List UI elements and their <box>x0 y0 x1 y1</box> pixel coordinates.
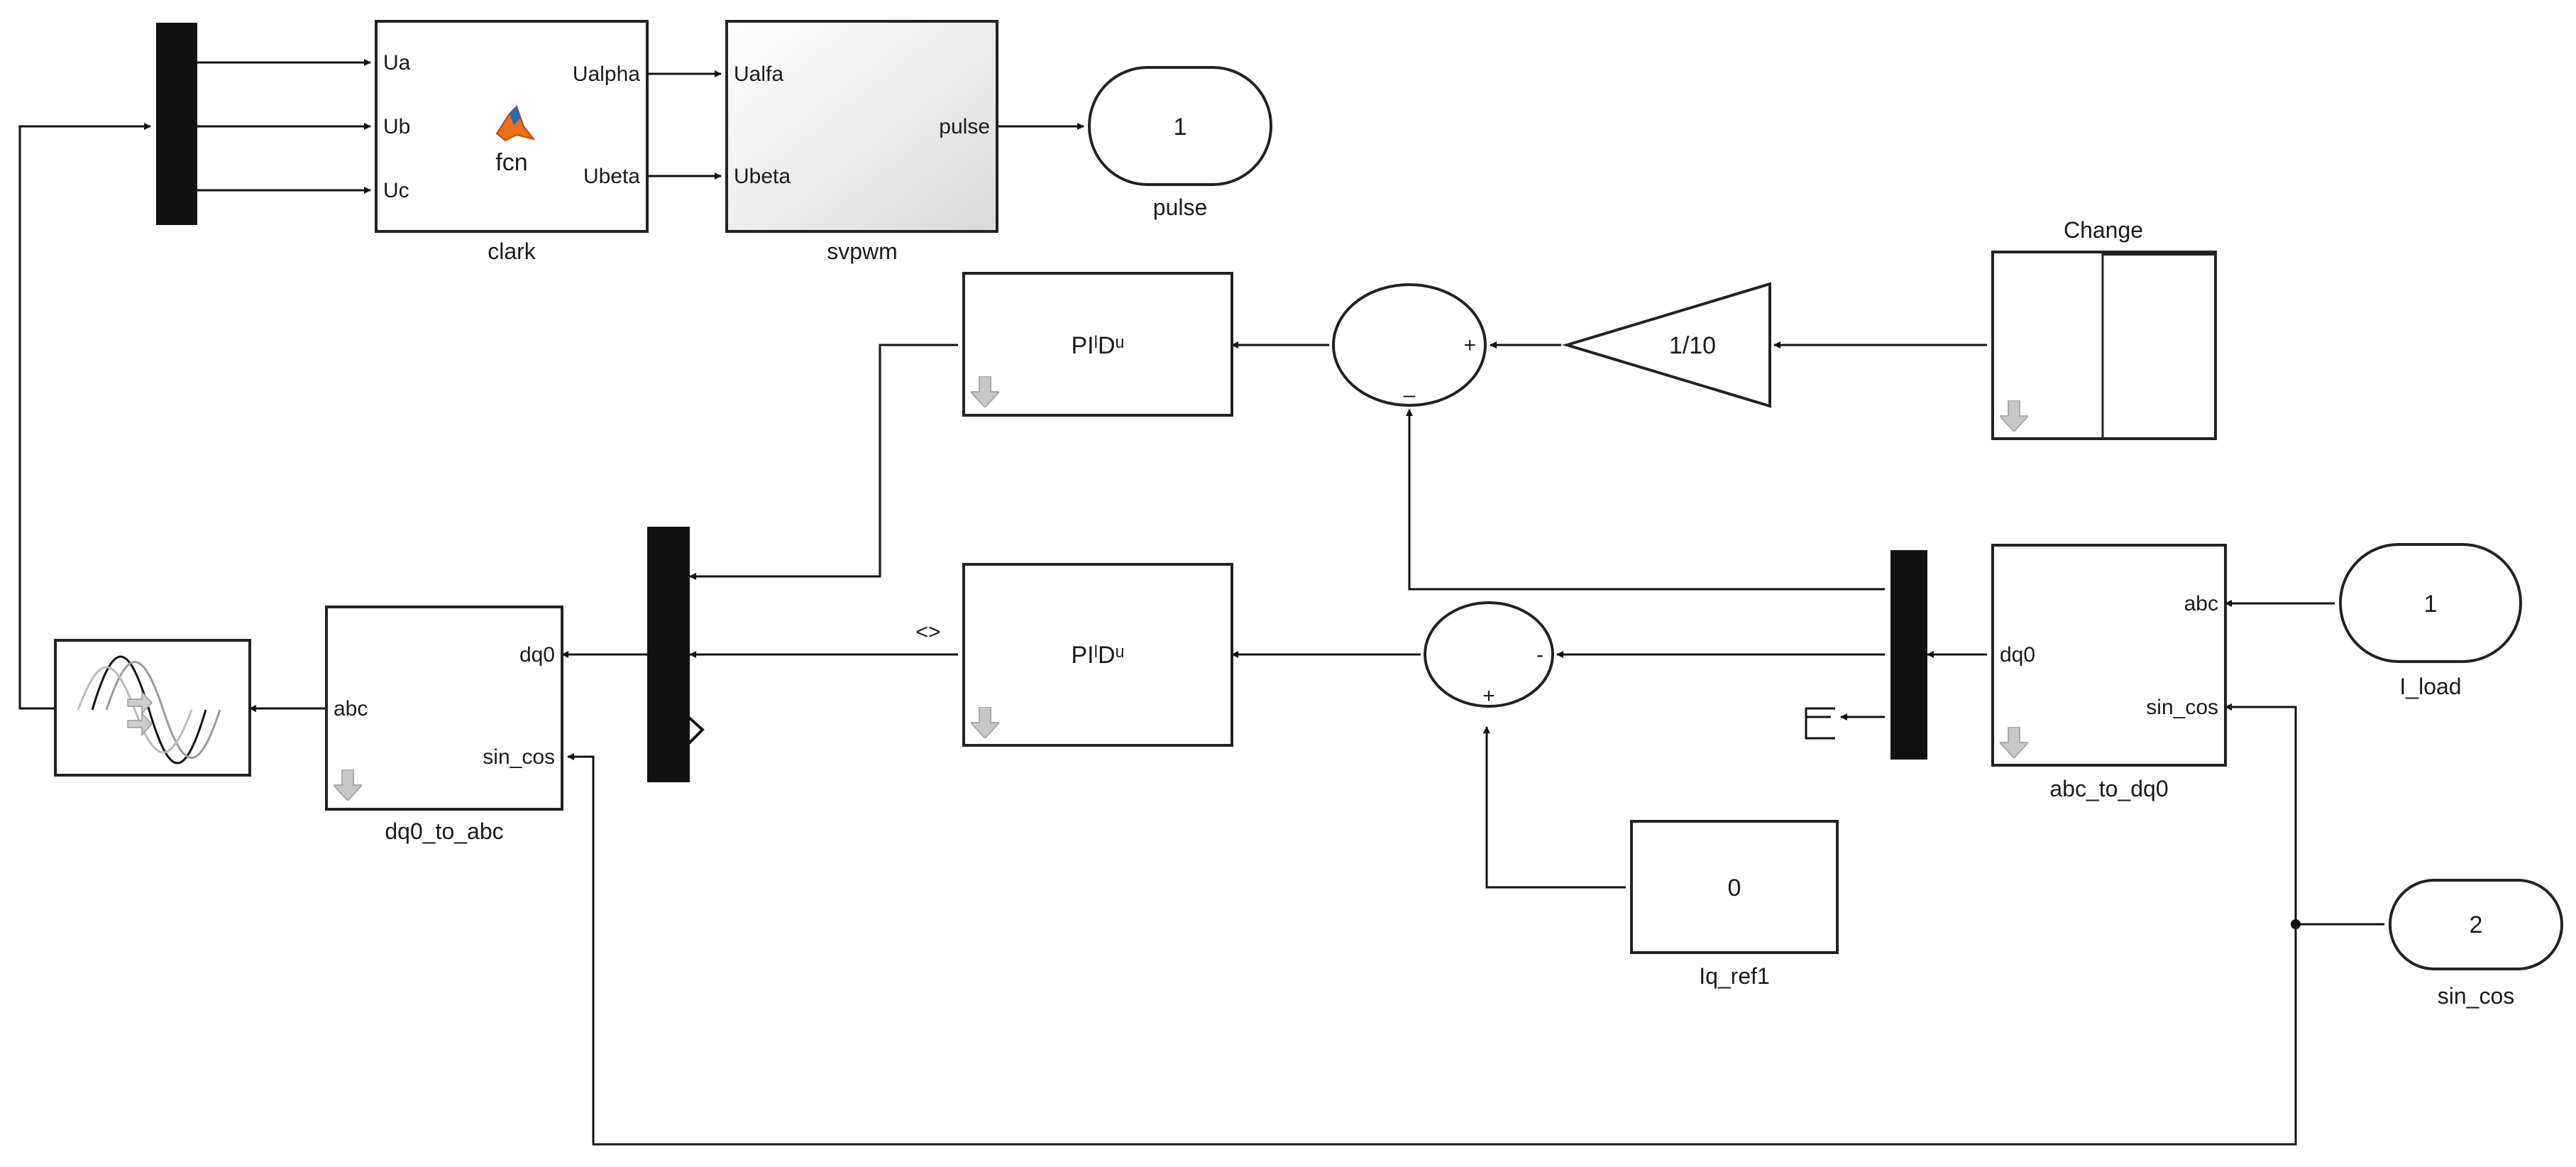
sine-wave-scope-icon <box>77 655 221 765</box>
pid-d-label: PIˡDᵘ <box>1071 332 1124 359</box>
clark-input-uc: Uc <box>383 179 409 202</box>
mux-bus-label: <> <box>915 620 940 644</box>
signal-lines <box>18 59 2384 1146</box>
sum-top-minus-sign: – <box>1404 383 1416 407</box>
mux-dq0[interactable] <box>647 527 690 782</box>
clark-output-ualpha: Ualpha <box>573 62 640 86</box>
iq-ref-constant[interactable]: 0 <box>1630 820 1839 954</box>
clark-output-ubeta: Ubeta <box>583 165 640 188</box>
iq-ref-value: 0 <box>1728 875 1741 902</box>
matlab-logo-icon <box>495 105 536 142</box>
clark-block-name: clark <box>488 239 536 264</box>
i-load-inport-name: I_load <box>2399 674 2461 699</box>
sum-bottom-plus-sign: + <box>1482 684 1495 708</box>
svpwm-input-ubeta: Ubeta <box>734 165 791 188</box>
abc-to-dq0-block-name: abc_to_dq0 <box>2049 776 2168 801</box>
gain-block[interactable]: 1/10 <box>1562 282 1771 408</box>
mux-clark-input[interactable] <box>156 23 197 225</box>
abc-to-dq0-block[interactable]: abc sin_cos dq0 <box>1991 544 2227 767</box>
change-block[interactable] <box>1991 251 2217 440</box>
sum-block-top[interactable]: + – <box>1332 283 1487 407</box>
abc-to-dq0-output-dq0: dq0 <box>2000 643 2035 667</box>
change-block-name: Change <box>2064 217 2143 243</box>
sin-cos-inport-name: sin_cos <box>2438 983 2515 1009</box>
clark-input-ua: Ua <box>383 51 411 75</box>
pulse-port-number: 1 <box>1174 114 1187 141</box>
pid-controller-d[interactable]: PIˡDᵘ <box>962 272 1233 417</box>
clark-block[interactable]: Ua Ub Uc Ualpha Ubeta fcn <box>375 20 649 233</box>
gain-value: 1/10 <box>1669 332 1716 359</box>
mux-unused-input-marker <box>687 716 705 745</box>
svpwm-output-pulse: pulse <box>939 115 990 138</box>
pid-controller-q[interactable]: PIˡDᵘ <box>962 563 1233 747</box>
svpwm-input-ualfa: Ualfa <box>734 62 783 86</box>
dq0-to-abc-input-sin-cos: sin_cos <box>483 745 555 769</box>
dq0-to-abc-input-dq0: dq0 <box>519 643 555 667</box>
clark-function-label: fcn <box>495 149 527 176</box>
sin-cos-port-number: 2 <box>2470 911 2483 938</box>
pulse-outport[interactable]: 1 <box>1088 66 1272 186</box>
abc-to-dq0-input-abc: abc <box>2184 592 2218 615</box>
i-load-port-number: 1 <box>2424 591 2438 618</box>
i-load-inport[interactable]: 1 <box>2339 543 2522 663</box>
svpwm-block-name: svpwm <box>827 239 898 264</box>
abc-to-dq0-input-sin-cos: sin_cos <box>2146 696 2218 719</box>
svpwm-block[interactable]: Ualfa Ubeta pulse <box>725 20 998 233</box>
iq-ref-name: Iq_ref1 <box>1699 963 1770 989</box>
dq0-to-abc-block[interactable]: abc dq0 sin_cos <box>325 606 563 811</box>
pid-q-label: PIˡDᵘ <box>1071 642 1124 669</box>
demux-dq0[interactable] <box>1890 550 1927 760</box>
pulse-outport-name: pulse <box>1153 194 1208 220</box>
terminator-block[interactable] <box>1805 707 1835 740</box>
sin-cos-inport[interactable]: 2 <box>2389 879 2563 970</box>
clark-input-ub: Ub <box>383 115 410 138</box>
sum-bottom-minus-sign: - <box>1536 643 1543 667</box>
waveform-block[interactable] <box>54 639 251 777</box>
dq0-to-abc-output-abc: abc <box>334 697 368 721</box>
dq0-to-abc-block-name: dq0_to_abc <box>385 818 503 844</box>
sum-block-bottom[interactable]: - + <box>1424 601 1554 708</box>
sum-top-plus-sign: + <box>1463 334 1476 357</box>
